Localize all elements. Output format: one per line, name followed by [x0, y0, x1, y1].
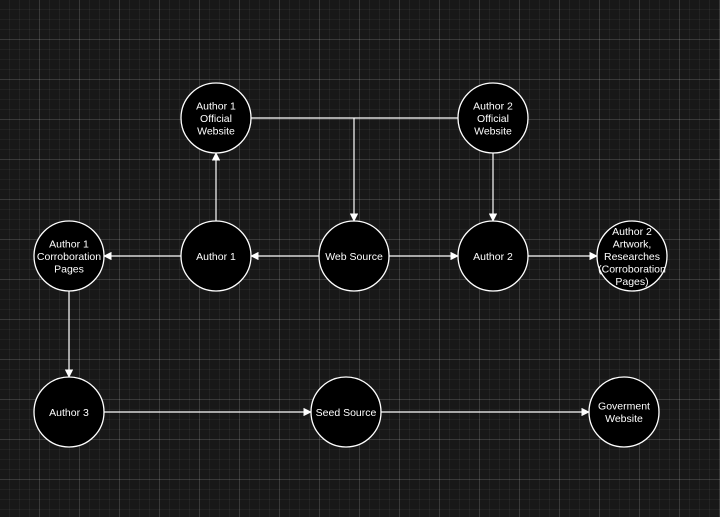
node-circle-author2[interactable] — [457, 220, 529, 292]
node-label-author1-corrob: Corroboration — [37, 251, 101, 263]
node-circle-author1-site[interactable] — [180, 82, 252, 154]
node-label-author2: Author 2 — [473, 251, 513, 263]
node-circle-web-source[interactable] — [318, 220, 390, 292]
node-label-author1-corrob: Author 1 — [49, 238, 89, 250]
edge-author1-site-to-web-source — [251, 117, 458, 221]
node-circle-seed-source[interactable] — [310, 376, 382, 448]
node-label-author1-site: Author 1 — [196, 100, 236, 112]
node-circle-gov-site[interactable] — [588, 376, 660, 448]
node-author1[interactable]: Author 1 — [180, 220, 252, 292]
node-label-web-source: Web Source — [325, 251, 383, 263]
node-author3[interactable]: Author 3 — [33, 376, 105, 448]
node-label-seed-source: Seed Source — [316, 407, 377, 419]
node-label-author2-artwork: (Corroboration — [598, 263, 666, 275]
node-author2[interactable]: Author 2 — [457, 220, 529, 292]
node-label-author1-site: Website — [197, 125, 235, 137]
edges-layer — [64, 117, 598, 417]
node-label-author2-artwork: Author 2 — [612, 226, 652, 238]
node-label-author2-artwork: Researches — [604, 251, 660, 263]
node-web-source[interactable]: Web Source — [318, 220, 390, 292]
node-label-author2-site: Website — [474, 125, 512, 137]
node-author2-artwork[interactable]: Author 2Artwork,Researches(Corroboration… — [596, 220, 668, 292]
node-label-author1-corrob: Pages — [54, 263, 84, 275]
node-label-author2-artwork: Pages) — [615, 276, 648, 288]
node-label-author1-site: Official — [200, 113, 232, 125]
node-circle-author1-corrob[interactable] — [33, 220, 105, 292]
node-label-author2-site: Official — [477, 113, 509, 125]
node-circle-author1[interactable] — [180, 220, 252, 292]
node-circle-author2-artwork[interactable] — [596, 220, 668, 292]
node-label-gov-site: Website — [605, 413, 643, 425]
node-seed-source[interactable]: Seed Source — [310, 376, 382, 448]
node-circle-author3[interactable] — [33, 376, 105, 448]
node-label-gov-site: Goverment — [598, 401, 650, 413]
node-label-author1: Author 1 — [196, 251, 236, 263]
node-label-author2-artwork: Artwork, — [613, 238, 652, 250]
node-label-author2-site: Author 2 — [473, 100, 513, 112]
node-circle-author2-site[interactable] — [457, 82, 529, 154]
node-label-author3: Author 3 — [49, 407, 89, 419]
